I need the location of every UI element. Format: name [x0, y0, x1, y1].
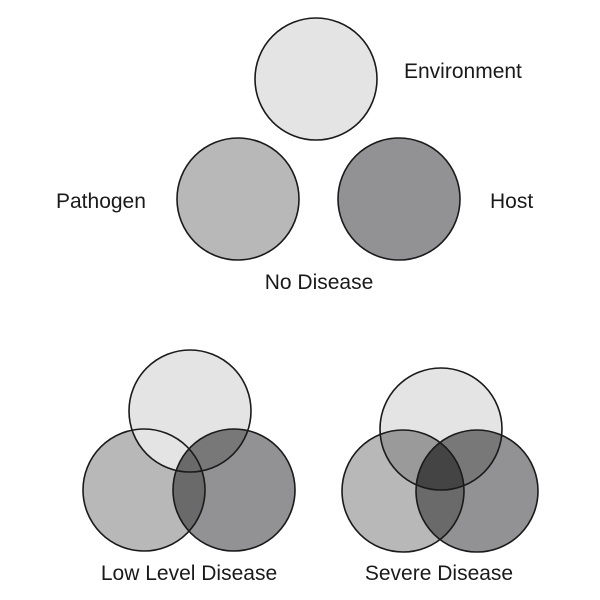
- low-host-outline: [172, 428, 296, 552]
- severe-environment-outline: [379, 367, 503, 491]
- environment-circle: [254, 17, 378, 141]
- severe-disease-label: Severe Disease: [365, 562, 513, 585]
- environment-label: Environment: [404, 60, 522, 83]
- low-pathogen-outline: [82, 428, 206, 552]
- host-circle: [337, 137, 461, 261]
- low-level-disease-group: Low Level Disease: [82, 349, 296, 585]
- low-environment-outline: [128, 349, 252, 473]
- severe-all-overlap: [416, 430, 464, 490]
- low-env-host-overlap: [173, 429, 251, 472]
- pathogen-circle: [176, 137, 300, 261]
- low-level-disease-label: Low Level Disease: [101, 562, 277, 585]
- no-disease-label: No Disease: [265, 271, 374, 294]
- severe-host-outline: [415, 429, 539, 553]
- severe-pathogen-outline: [341, 429, 465, 553]
- host-label: Host: [490, 190, 533, 213]
- pathogen-label: Pathogen: [56, 190, 146, 213]
- no-disease-group: Environment Pathogen Host No Disease: [56, 17, 533, 294]
- severe-disease-group: Severe Disease: [341, 367, 539, 585]
